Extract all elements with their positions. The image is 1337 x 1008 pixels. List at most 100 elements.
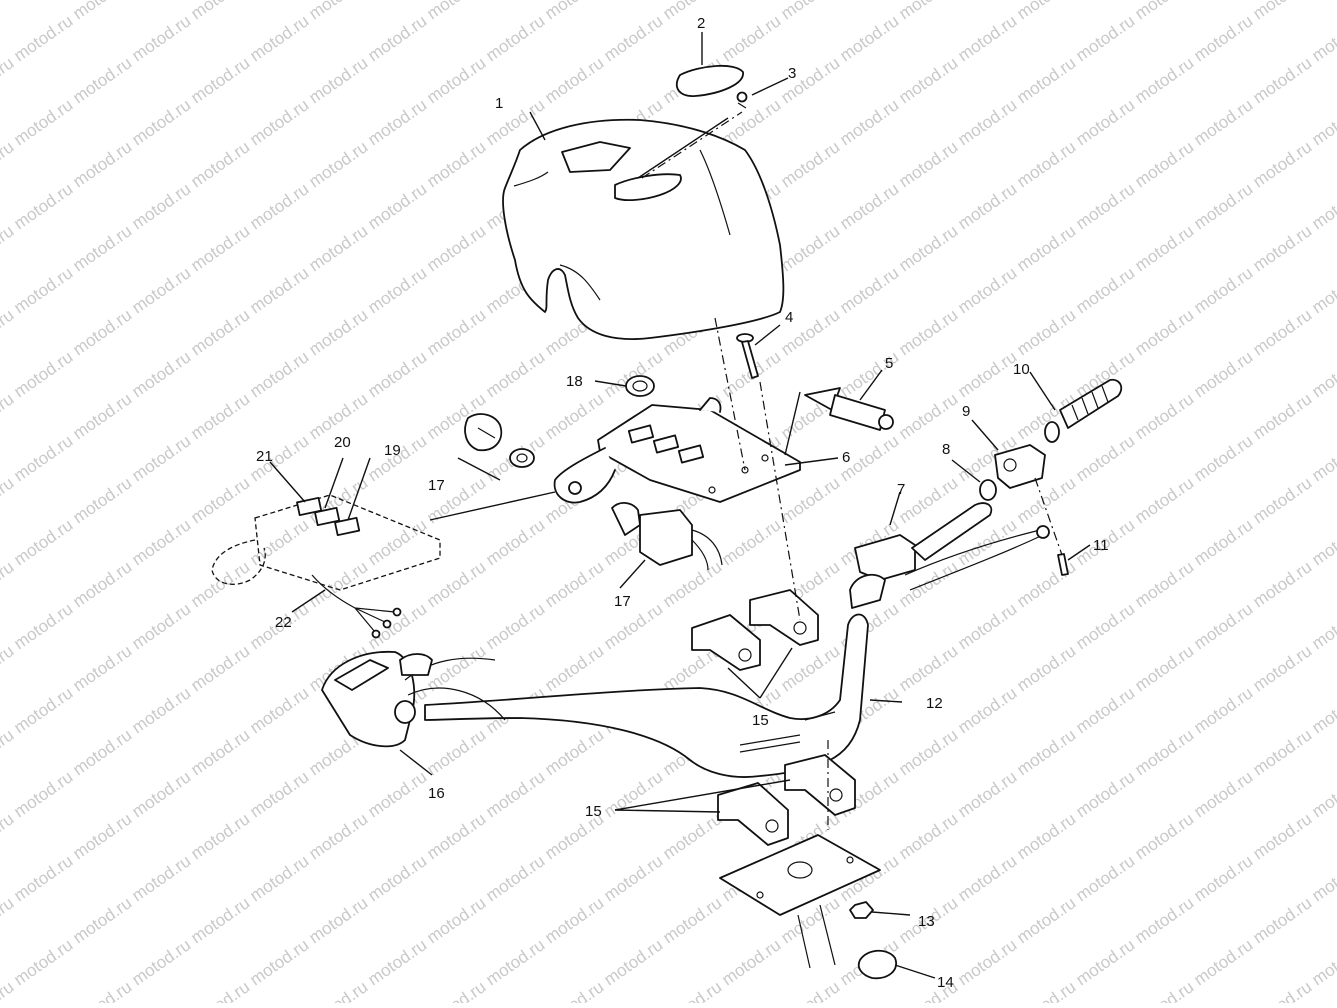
ignition-key-switch <box>464 413 535 468</box>
watermark-text: motod.ru <box>1131 137 1197 191</box>
callout-8: 8 <box>942 441 950 458</box>
watermark-text: motod.ru <box>777 137 843 191</box>
handlebar-grip <box>1044 378 1123 443</box>
watermark-text: motod.ru <box>1013 809 1079 863</box>
watermark-text: motod.ru <box>0 221 17 275</box>
watermark-text: motod.ru <box>954 935 1020 989</box>
watermark-text: motod.ru <box>128 347 194 401</box>
callout-19: 19 <box>384 442 401 459</box>
watermark-text: motod.ru <box>1072 11 1138 65</box>
indicator-lens <box>675 64 744 97</box>
watermark-text: motod.ru <box>1131 977 1197 1003</box>
watermark-text: motod.ru <box>1249 557 1315 611</box>
watermark-text: motod.ru <box>1249 809 1315 863</box>
watermark-text: motod.ru <box>895 725 961 779</box>
watermark-text: motod.ru <box>10 431 76 485</box>
throttle-spacer <box>979 479 997 501</box>
watermark-text: motod.ru <box>128 11 194 65</box>
watermark-text: motod.ru <box>246 851 312 905</box>
watermark-text: motod.ru <box>659 557 725 611</box>
watermark-text: motod.ru <box>895 809 961 863</box>
watermark-text: motod.ru <box>482 347 548 401</box>
watermark-text: motod.ru <box>1308 347 1337 401</box>
watermark-text: motod.ru <box>128 431 194 485</box>
assembly-lines <box>641 111 1063 830</box>
watermark-text: motod.ru <box>1249 305 1315 359</box>
watermark-text: motod.ru <box>718 11 784 65</box>
callout-12: 12 <box>926 695 943 712</box>
watermark-text: motod.ru <box>128 263 194 317</box>
watermark-text: motod.ru <box>187 305 253 359</box>
watermark-text: motod.ru <box>0 389 17 443</box>
steering-column <box>797 904 836 969</box>
handlebar <box>424 613 869 778</box>
watermark-text: motod.ru <box>1131 809 1197 863</box>
callout-10: 10 <box>1013 361 1030 378</box>
watermark-text: motod.ru <box>423 137 489 191</box>
watermark-text: motod.ru <box>482 515 548 569</box>
watermark-text: motod.ru <box>1308 515 1337 569</box>
watermark-text: motod.ru <box>1190 767 1256 821</box>
watermark-text: motod.ru <box>1131 725 1197 779</box>
watermark-text: motod.ru <box>1308 263 1337 317</box>
watermark-text: motod.ru <box>1131 0 1197 23</box>
watermark-text: motod.ru <box>0 0 17 23</box>
watermark-text: motod.ru <box>305 893 371 947</box>
watermark-text: motod.ru <box>10 95 76 149</box>
watermark-text: motod.ru <box>1308 11 1337 65</box>
watermark-text: motod.ru <box>895 137 961 191</box>
watermark-text: motod.ru <box>541 389 607 443</box>
callout-14: 14 <box>937 974 954 991</box>
callout-2: 2 <box>697 15 705 32</box>
watermark-text: motod.ru <box>69 809 135 863</box>
watermark-text: motod.ru <box>1072 851 1138 905</box>
watermark-text: motod.ru <box>541 0 607 23</box>
watermark-text: motod.ru <box>0 893 17 947</box>
callout-1: 1 <box>495 95 503 112</box>
watermark-text: motod.ru <box>541 53 607 107</box>
watermark-text: motod.ru <box>187 389 253 443</box>
watermark-text: motod.ru <box>187 557 253 611</box>
watermark-text: motod.ru <box>0 305 17 359</box>
watermark-text: motod.ru <box>187 473 253 527</box>
watermark-text: motod.ru <box>1249 137 1315 191</box>
watermark-text: motod.ru <box>1190 431 1256 485</box>
mounting-bolt <box>736 333 759 379</box>
watermark-text: motod.ru <box>246 515 312 569</box>
watermark-text: motod.ru <box>423 221 489 275</box>
watermark-text: motod.ru <box>1308 851 1337 905</box>
watermark-text: motod.ru <box>305 557 371 611</box>
toggle-switch <box>804 387 894 431</box>
watermark-text: motod.ru <box>1249 977 1315 1003</box>
watermark-text: motod.ru <box>187 725 253 779</box>
callout-22: 22 <box>275 614 292 631</box>
watermark-text: motod.ru <box>777 0 843 23</box>
watermark-text: motod.ru <box>895 389 961 443</box>
watermark-text: motod.ru <box>1072 179 1138 233</box>
watermark-text: motod.ru <box>541 641 607 695</box>
watermark-text: motod.ru <box>600 767 666 821</box>
watermark-text: motod.ru <box>69 305 135 359</box>
callout-18: 18 <box>566 373 583 390</box>
watermark-text: motod.ru <box>128 179 194 233</box>
watermark-text: motod.ru <box>246 767 312 821</box>
watermark-text: motod.ru <box>541 893 607 947</box>
watermark-text: motod.ru <box>10 851 76 905</box>
watermark-text: motod.ru <box>1131 305 1197 359</box>
watermark-text: motod.ru <box>246 179 312 233</box>
throttle-housing <box>994 444 1046 489</box>
watermark-text: motod.ru <box>1308 431 1337 485</box>
watermark-text: motod.ru <box>10 515 76 569</box>
watermark-text: motod.ru <box>718 935 784 989</box>
watermark-text: motod.ru <box>305 305 371 359</box>
watermark-text: motod.ru <box>954 179 1020 233</box>
watermark-text: motod.ru <box>1131 641 1197 695</box>
watermark-text: motod.ru <box>482 11 548 65</box>
watermark-text: motod.ru <box>364 263 430 317</box>
callout-15a: 15 <box>752 712 769 729</box>
watermark-text: motod.ru <box>541 557 607 611</box>
watermark-text: motod.ru <box>1308 179 1337 233</box>
watermark-text: motod.ru <box>305 221 371 275</box>
watermark-text: motod.ru <box>1308 599 1337 653</box>
callout-5: 5 <box>885 355 893 372</box>
